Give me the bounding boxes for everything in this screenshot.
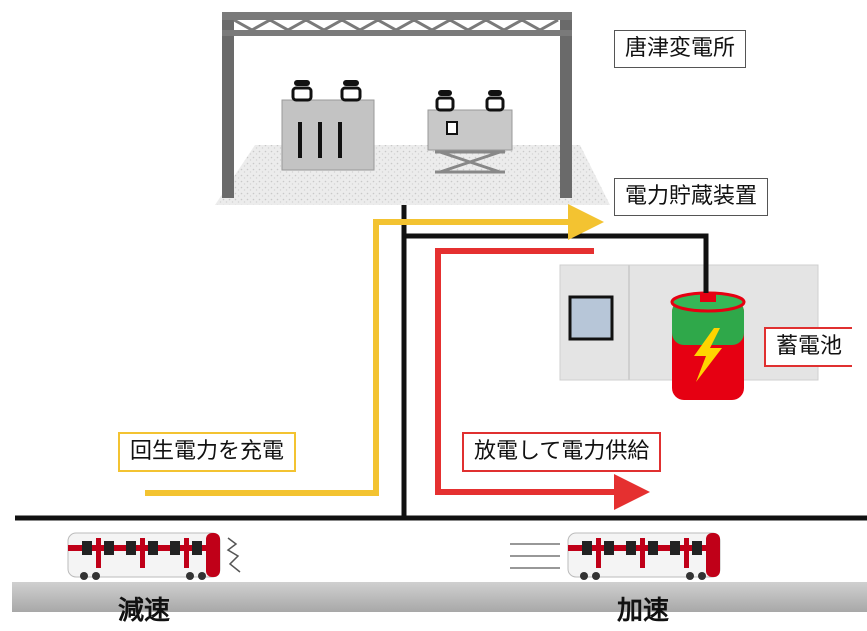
train-icon (567, 532, 721, 580)
decelerate-caption: 減速 (118, 596, 171, 626)
storage-device-label: 電力貯蔵装置 (614, 178, 769, 216)
discharge-flow-arrow (435, 248, 650, 510)
charge-flow-arrow (145, 204, 604, 496)
train-icon (67, 532, 221, 580)
motion-lines-icon (510, 543, 560, 569)
discharge-supply-label: 放電して電力供給 (462, 432, 662, 472)
power-wires (401, 205, 709, 518)
brake-squiggle-icon (226, 537, 241, 573)
transformer-icon (427, 90, 513, 174)
regen-charge-label: 回生電力を充電 (118, 432, 297, 472)
substation-frame-icon (215, 12, 610, 205)
track-ground (12, 582, 867, 612)
accelerate-caption: 加速 (617, 596, 670, 626)
lightning-bolt-icon (694, 328, 722, 382)
battery-label: 蓄電池 (764, 327, 853, 367)
substation-label: 唐津変電所 (614, 30, 747, 68)
transformer-icon (281, 80, 375, 171)
